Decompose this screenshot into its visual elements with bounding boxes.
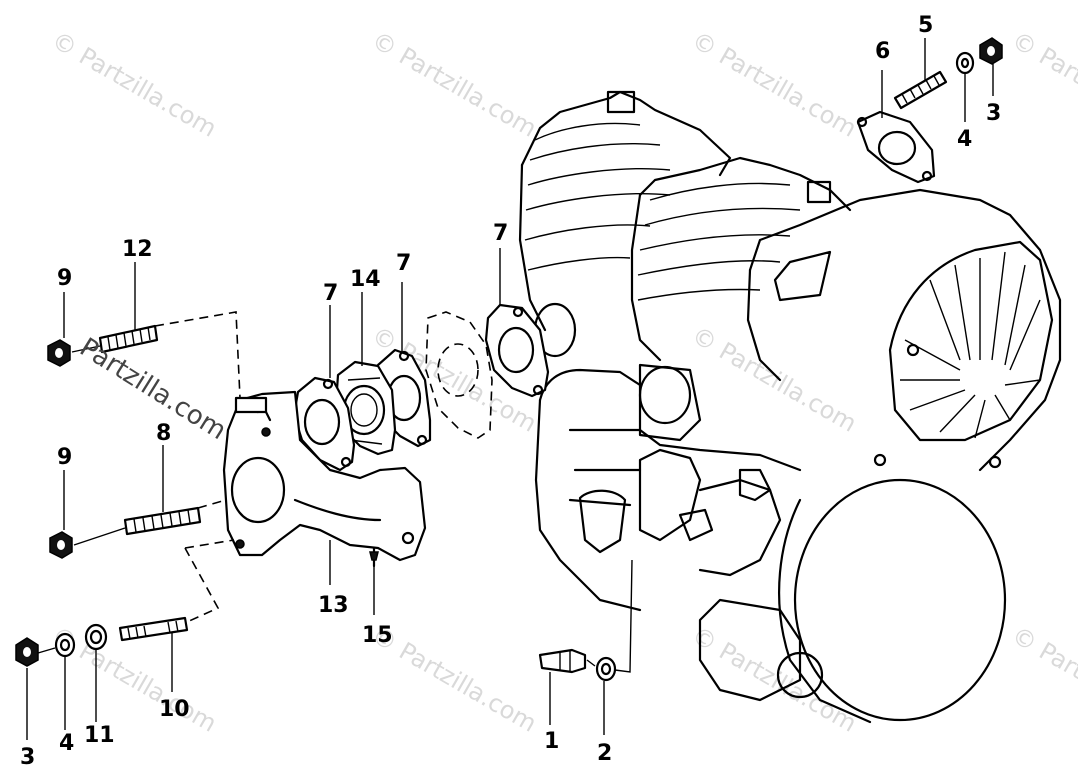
watermark-text: © Partzilla.com (1007, 621, 1078, 738)
gasket-7-right (484, 303, 550, 398)
callout-3-lower: 3 (20, 745, 35, 770)
stud-10 (118, 616, 189, 642)
nut-3-lower (15, 637, 39, 667)
washer-4-lower (54, 632, 76, 658)
stud-12 (98, 324, 159, 354)
washer-11 (84, 623, 108, 651)
nut-3-top (979, 37, 1003, 65)
watermark-text: © Partzilla.com (687, 26, 861, 143)
callout-7-right: 7 (493, 221, 508, 246)
callout-7-left: 7 (323, 281, 338, 306)
callout-10: 10 (159, 697, 190, 722)
callout-2: 2 (597, 741, 612, 766)
nut-9-upper (47, 339, 71, 367)
callout-6: 6 (875, 39, 890, 64)
callout-5: 5 (918, 13, 933, 38)
callout-3-top: 3 (986, 101, 1001, 126)
watermark-text: © Partzilla.com (367, 621, 541, 738)
callout-7-middle: 7 (396, 251, 411, 276)
intake-manifold-13 (222, 390, 427, 562)
callout-15: 15 (362, 623, 393, 648)
callout-11: 11 (84, 723, 115, 748)
callout-4-lower: 4 (59, 731, 74, 756)
watermark-text: © Partzilla.com (687, 321, 861, 438)
watermark-text: © Partzilla.com (1007, 26, 1078, 143)
watermark-text: © Partzilla.com (47, 26, 221, 143)
washer-4-top (955, 51, 975, 75)
callout-9-upper: 9 (57, 266, 72, 291)
callout-8: 8 (156, 421, 171, 446)
nut-9-lower (49, 531, 73, 559)
engine-block (518, 90, 1062, 724)
callout-9-lower: 9 (57, 445, 72, 470)
watermarks: © Partzilla.com © Partzilla.com © Partzi… (47, 26, 1078, 738)
watermark-overlay: Partzilla.com (74, 332, 231, 446)
callout-4-top: 4 (957, 127, 972, 152)
stud-5 (893, 70, 948, 110)
watermark-text: © Partzilla.com (367, 26, 541, 143)
stud-8 (123, 506, 202, 536)
drain-fitting-15 (369, 546, 379, 568)
washer-2 (595, 656, 617, 682)
callout-1: 1 (544, 729, 559, 754)
flange-gasket-6 (856, 110, 936, 184)
callout-14: 14 (350, 267, 381, 292)
callout-labels: 1 2 3 3 4 4 5 6 7 7 7 8 9 9 10 11 12 13 … (20, 13, 1001, 770)
callout-12: 12 (122, 237, 153, 262)
fitting-1 (538, 648, 587, 674)
callout-13: 13 (318, 593, 349, 618)
leader-lines (26, 38, 994, 740)
insulator-plate (425, 311, 493, 439)
